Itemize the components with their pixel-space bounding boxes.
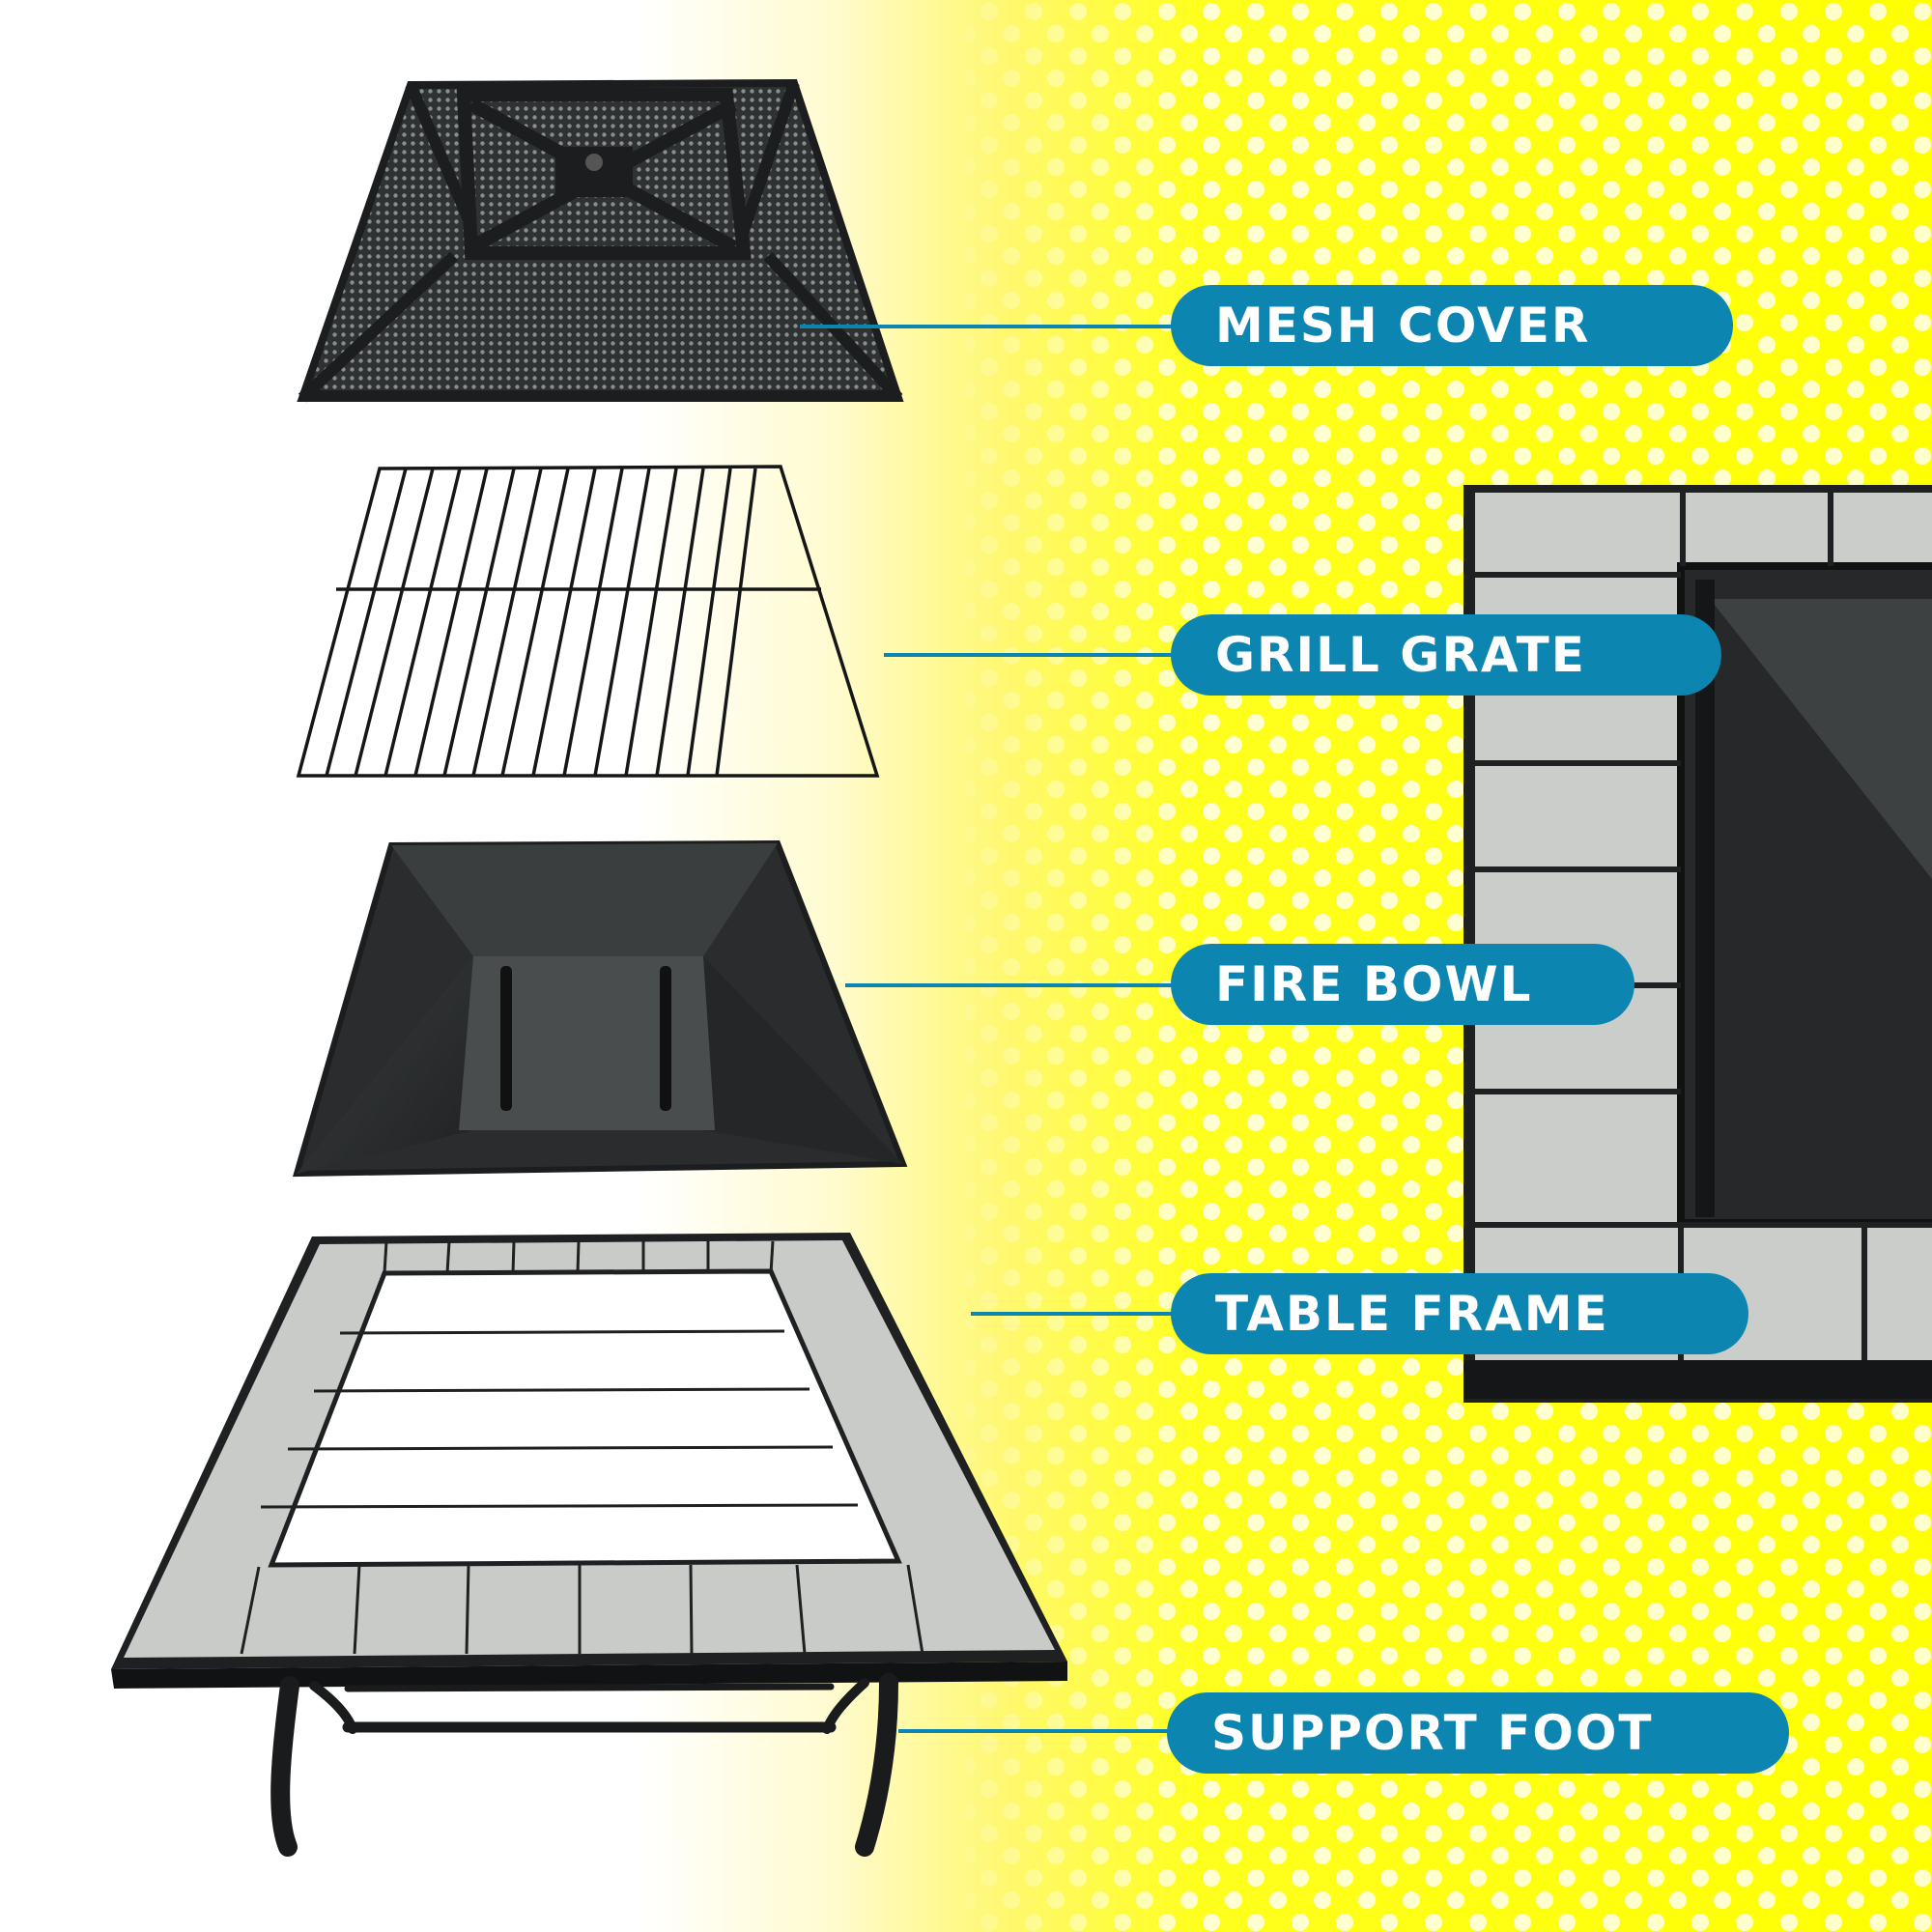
table-frame-image: [111, 1233, 1067, 1689]
label-table-frame: TABLE FRAME: [1171, 1273, 1748, 1354]
fire-bowl-image: [292, 839, 908, 1178]
leader-lines: [800, 325, 1174, 1733]
label-grill-grate: GRILL GRATE: [1171, 614, 1721, 696]
mesh-cover-image: [297, 78, 904, 403]
grill-grate-image: [296, 465, 880, 778]
label-mesh-cover: MESH COVER: [1171, 285, 1733, 366]
label-fire-bowl: FIRE BOWL: [1171, 944, 1634, 1025]
support-foot-image: [270, 1673, 898, 1857]
label-support-foot: SUPPORT FOOT: [1167, 1692, 1789, 1774]
